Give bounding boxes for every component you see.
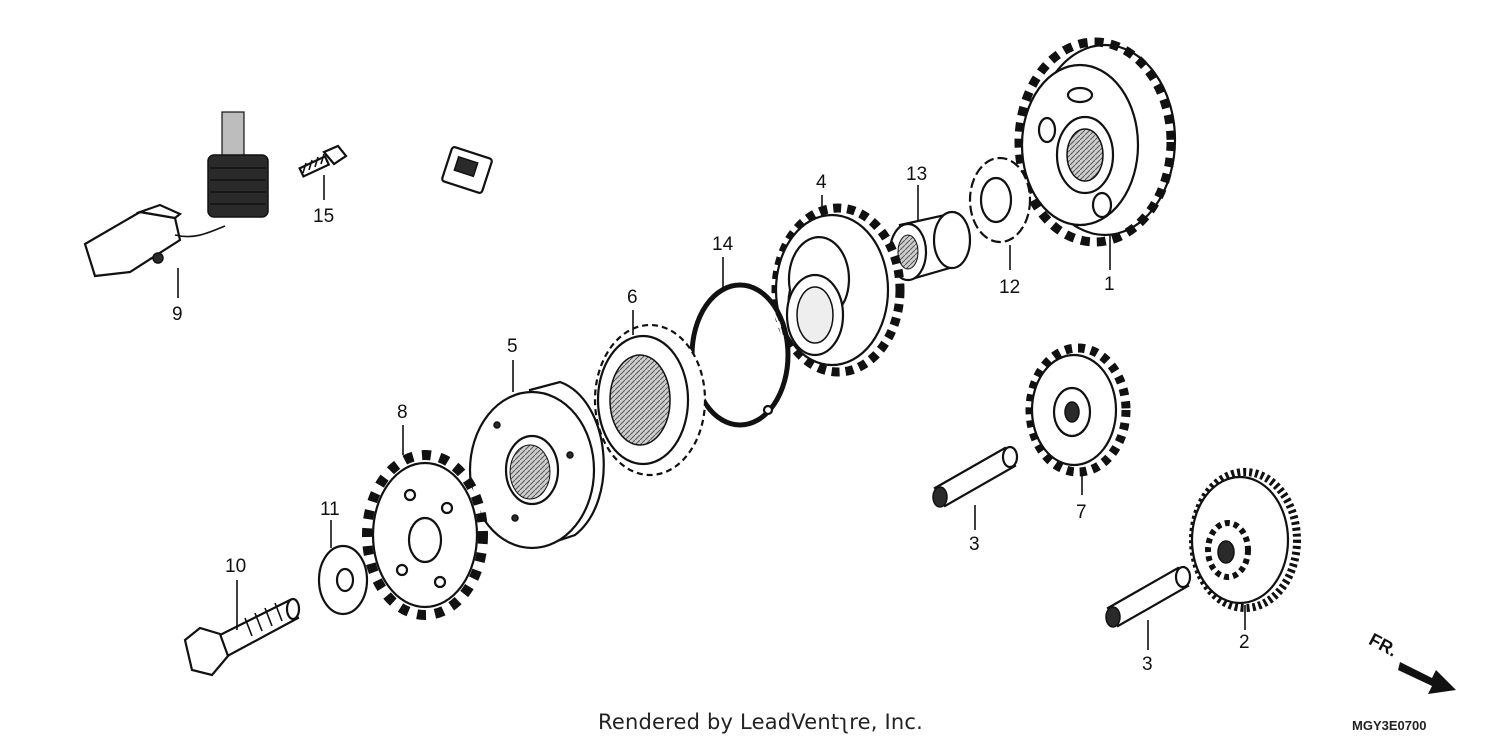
callout-10: 10 xyxy=(225,556,246,577)
part-3-shaft-upper[interactable] xyxy=(932,445,1019,508)
callout-2: 2 xyxy=(1239,632,1250,653)
callout-labels: 1 2 3 3 4 5 6 7 8 9 10 11 12 13 14 15 xyxy=(172,164,1250,675)
callout-7: 7 xyxy=(1076,502,1087,523)
callout-11: 11 xyxy=(320,499,340,520)
callout-9: 9 xyxy=(172,304,183,325)
part-12-washer[interactable] xyxy=(968,156,1032,244)
part-14-snap-ring[interactable] xyxy=(689,282,791,428)
part-6-one-way-clutch[interactable] xyxy=(593,323,707,477)
callout-8: 8 xyxy=(397,402,408,423)
part-8-sprocket[interactable] xyxy=(362,450,488,620)
callout-3-upper: 3 xyxy=(969,534,980,555)
front-arrow-icon xyxy=(1398,662,1456,694)
part-2-reduction-gear[interactable] xyxy=(1189,468,1301,612)
callout-5: 5 xyxy=(507,336,518,357)
part-13-needle-bearing[interactable] xyxy=(888,210,972,282)
callout-13: 13 xyxy=(906,164,927,185)
callout-3-lower: 3 xyxy=(1142,654,1153,675)
front-label: FR. xyxy=(1366,629,1401,660)
front-direction-indicator: FR. xyxy=(1366,629,1456,694)
part-7-idle-gear[interactable] xyxy=(1025,343,1131,477)
part-10-bolt[interactable] xyxy=(183,597,301,677)
callout-4: 4 xyxy=(816,172,827,193)
part-3-shaft-lower[interactable] xyxy=(1105,565,1192,628)
part-11-washer[interactable] xyxy=(317,544,369,616)
leader-lines xyxy=(177,175,1246,650)
callout-12: 12 xyxy=(999,277,1020,298)
part-9-sensor-harness[interactable] xyxy=(83,65,493,278)
part-1-large-gear[interactable] xyxy=(1014,37,1177,247)
render-credit: Rendered by LeadVentʅre, Inc. xyxy=(598,710,923,734)
part-15-bolt[interactable] xyxy=(298,144,348,178)
callout-14: 14 xyxy=(712,234,734,255)
callout-6: 6 xyxy=(627,287,638,308)
callout-1: 1 xyxy=(1104,274,1115,295)
part-4-gear[interactable] xyxy=(771,203,905,377)
diagram-code: MGY3E0700 xyxy=(1352,718,1427,733)
part-5-clutch-outer[interactable] xyxy=(468,380,605,550)
callout-15: 15 xyxy=(313,206,334,227)
